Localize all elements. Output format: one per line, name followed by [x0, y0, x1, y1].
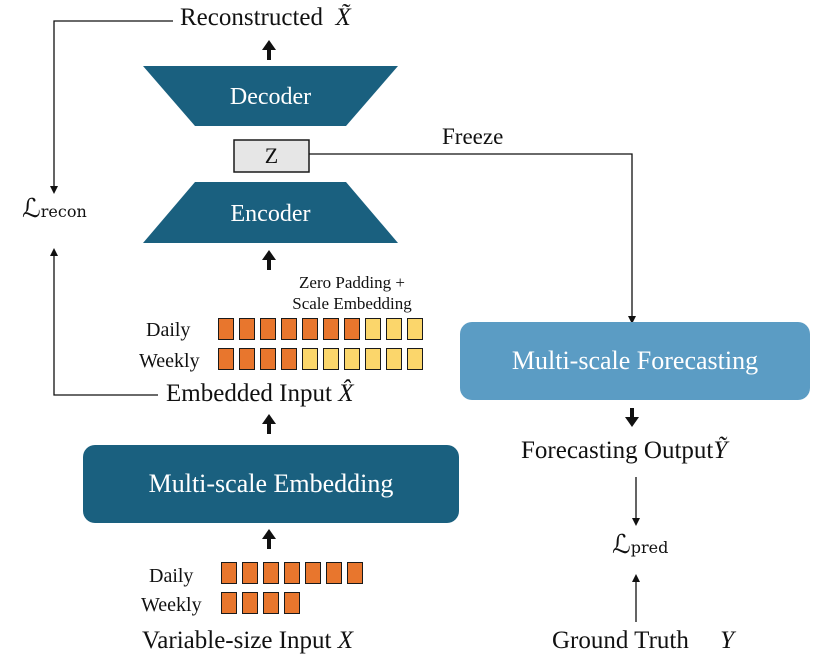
padding-cell [365, 348, 381, 370]
input-daily-label: Daily [149, 565, 194, 587]
data-cell [218, 318, 234, 340]
embedded-input: Embedded Input X̂ [166, 380, 353, 408]
data-cell [284, 592, 300, 614]
input-label: Variable-size Input [142, 627, 332, 654]
padding-note: Zero Padding + Scale Embedding [282, 272, 422, 314]
padding-cell [344, 348, 360, 370]
data-cell [221, 592, 237, 614]
recon-bottom-line [50, 248, 158, 396]
recon-loss-symbol: ℒ [22, 194, 41, 224]
padding-note-line2: Scale Embedding [292, 294, 412, 313]
multi-scale-embedding-module: Multi-scale Embedding [83, 445, 459, 523]
pred-loss-subscript: pred [630, 538, 669, 557]
multi-scale-forecasting-module: Multi-scale Forecasting [460, 322, 810, 400]
reconstructed-output: Reconstructed X̃ [180, 4, 351, 32]
data-cell [302, 318, 318, 340]
padding-cell [407, 318, 423, 340]
data-cell [242, 562, 258, 584]
forecast-symbol: Ỹ [713, 437, 728, 464]
data-cell [281, 318, 297, 340]
reconstructed-symbol: X̃ [335, 4, 351, 31]
input-weekly-row [221, 592, 300, 614]
forecasting-output: Forecasting OutputỸ [521, 437, 727, 465]
pred-loss: ℒpred [612, 530, 668, 560]
latent-label: Z [264, 143, 279, 168]
embedded-weekly-label: Weekly [139, 350, 200, 372]
input-daily-row [221, 562, 363, 584]
data-cell [347, 562, 363, 584]
padding-cell [302, 348, 318, 370]
flow-arrows [262, 40, 639, 549]
data-cell [263, 562, 279, 584]
data-cell [326, 562, 342, 584]
reconstructed-label: Reconstructed [180, 4, 324, 31]
recon-top-line [50, 20, 173, 194]
embedded-daily-row [218, 318, 423, 340]
padding-cell [407, 348, 423, 370]
data-cell [281, 348, 297, 370]
padding-note-line1: Zero Padding + [299, 273, 405, 292]
embedded-symbol: X̂ [338, 380, 354, 407]
padding-cell [365, 318, 381, 340]
data-cell [260, 318, 276, 340]
forecast-label: Forecasting Output [521, 437, 714, 464]
data-cell [221, 562, 237, 584]
ground-truth: Ground Truth Y [552, 627, 734, 655]
embedded-weekly-row [218, 348, 423, 370]
encoder-label: Encoder [230, 201, 311, 227]
input-symbol: X [337, 627, 354, 654]
decoder-shape [143, 66, 398, 126]
freeze-label: Freeze [442, 124, 504, 149]
ground-truth-label: Ground Truth [552, 627, 689, 654]
data-cell [344, 318, 360, 340]
embedded-label: Embedded Input [166, 380, 332, 407]
data-cell [239, 318, 255, 340]
recon-loss: ℒrecon [22, 194, 87, 224]
pred-loss-symbol: ℒ [612, 530, 631, 560]
padding-cell [323, 348, 339, 370]
data-cell [218, 348, 234, 370]
padding-cell [386, 318, 402, 340]
input-weekly-label: Weekly [141, 594, 202, 616]
data-cell [284, 562, 300, 584]
data-cell [239, 348, 255, 370]
ground-truth-symbol: Y [720, 627, 734, 654]
decoder-label: Decoder [229, 84, 312, 110]
data-cell [263, 592, 279, 614]
data-cell [305, 562, 321, 584]
data-cell [260, 348, 276, 370]
freeze-line [309, 153, 636, 324]
data-cell [242, 592, 258, 614]
padding-cell [386, 348, 402, 370]
embedded-daily-label: Daily [146, 319, 191, 341]
variable-size-input: Variable-size Input X [142, 627, 353, 655]
recon-loss-subscript: recon [40, 202, 87, 221]
data-cell [323, 318, 339, 340]
encoder-shape [143, 182, 398, 243]
latent-box [233, 139, 310, 173]
